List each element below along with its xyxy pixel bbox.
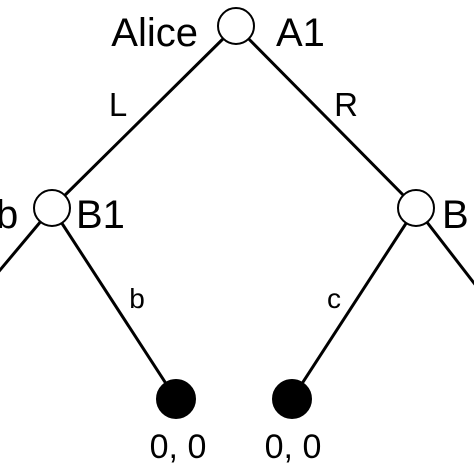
payoff-right: 0, 0 bbox=[265, 428, 322, 466]
terminal-node-right bbox=[272, 379, 312, 419]
payoff-left: 0, 0 bbox=[150, 428, 207, 466]
node-a1-label: A1 bbox=[276, 11, 325, 55]
edge-label-r: R bbox=[334, 86, 358, 123]
node-b2 bbox=[397, 189, 435, 227]
edge-label-b2-left: c bbox=[327, 283, 341, 314]
node-b1-label: B1 bbox=[76, 193, 125, 237]
edge-b2-left bbox=[290, 207, 418, 400]
edge-label-l: L bbox=[109, 86, 127, 123]
edge-a1-left bbox=[50, 24, 238, 210]
edge-b1-right bbox=[50, 207, 178, 400]
edge-label-b1-right: b bbox=[129, 283, 145, 314]
node-a1 bbox=[217, 7, 255, 45]
node-b2-label: B bbox=[442, 193, 469, 237]
edge-label-b1-left: b bbox=[0, 193, 18, 237]
node-b1 bbox=[33, 189, 71, 227]
edge-a1-right bbox=[234, 24, 418, 210]
player-label: Alice bbox=[111, 11, 198, 55]
terminal-node-left bbox=[156, 379, 196, 419]
